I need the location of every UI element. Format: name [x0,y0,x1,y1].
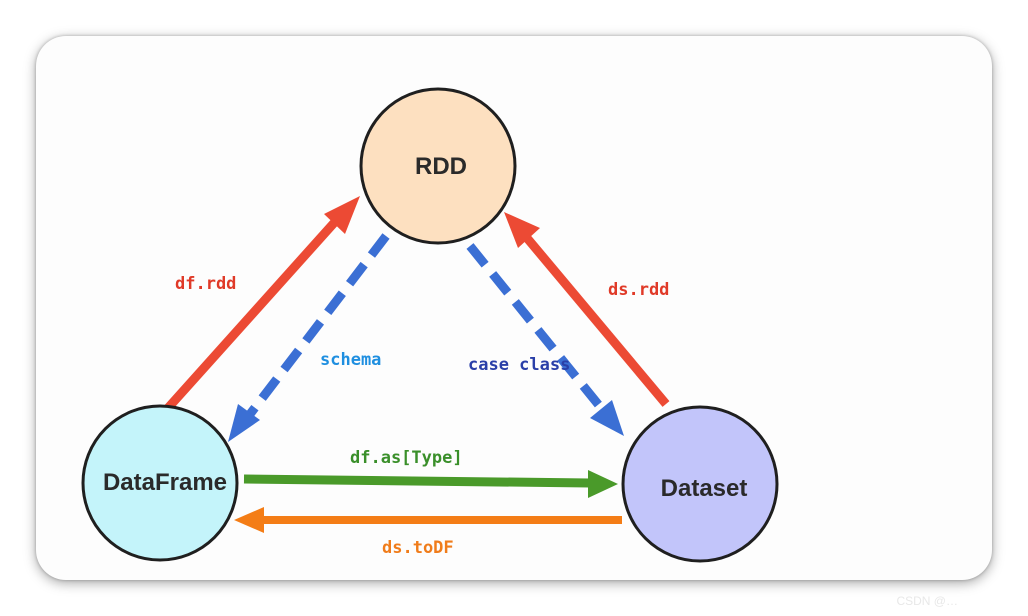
node-dataset-label: Dataset [661,475,748,502]
label-ds-todf: ds.toDF [382,538,454,558]
watermark: CSDN @… [896,594,958,608]
label-schema: schema [320,350,381,370]
arrow-case-class [466,243,624,436]
label-df-as: df.as[Type] [350,448,463,468]
arrow-df-rdd [164,196,360,412]
arrow-schema [228,233,390,442]
label-case-class: case class [468,355,570,375]
node-dataframe: DataFrame [81,404,239,562]
node-rdd: RDD [359,87,517,245]
arrow-ds-todf [234,507,622,533]
label-df-rdd: df.rdd [175,274,236,294]
node-dataframe-label: DataFrame [103,469,227,496]
arrow-df-as [243,470,618,498]
node-dataset: Dataset [621,405,779,563]
node-rdd-label: RDD [415,153,467,180]
arrow-ds-rdd [504,212,670,407]
label-ds-rdd: ds.rdd [608,280,669,300]
